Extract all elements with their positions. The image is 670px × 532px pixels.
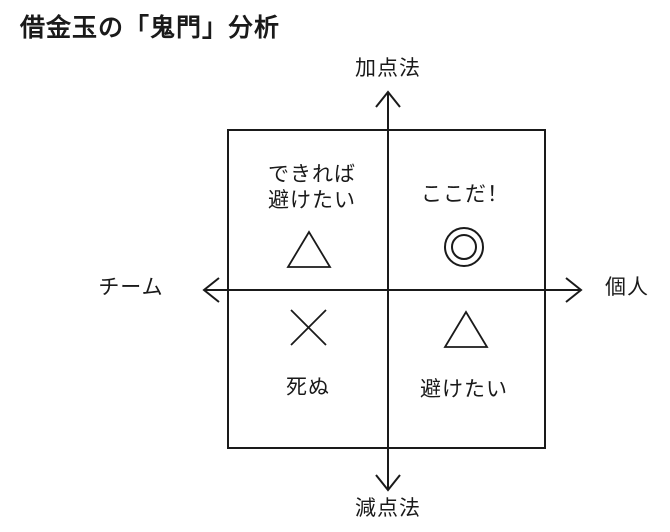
quadrant-top-left-label-line2: 避けたい — [268, 189, 356, 212]
quadrant-bottom-left-label: 死ぬ — [286, 376, 330, 399]
quadrant-top-right-label: ここだ！ — [421, 183, 509, 206]
double-circle-icon — [444, 227, 484, 267]
axis-label-bottom: 減点法 — [355, 497, 421, 520]
arrow-down-icon — [375, 474, 401, 492]
cross-icon — [290, 309, 327, 346]
double-circle-inner-icon — [451, 234, 477, 260]
triangle-icon — [443, 310, 489, 348]
triangle-icon — [286, 230, 332, 268]
axis-label-right: 個人 — [605, 276, 649, 299]
arrow-up-icon — [375, 90, 401, 108]
axis-label-top: 加点法 — [355, 57, 421, 80]
quadrant-top-left-label-line1: できれば — [268, 163, 356, 186]
page-title: 借金玉の「鬼門」分析 — [20, 14, 281, 42]
arrow-right-icon — [565, 277, 583, 303]
arrow-left-icon — [202, 277, 220, 303]
quadrant-bottom-right-label: 避けたい — [420, 378, 508, 401]
axis-label-left: チーム — [98, 276, 164, 299]
